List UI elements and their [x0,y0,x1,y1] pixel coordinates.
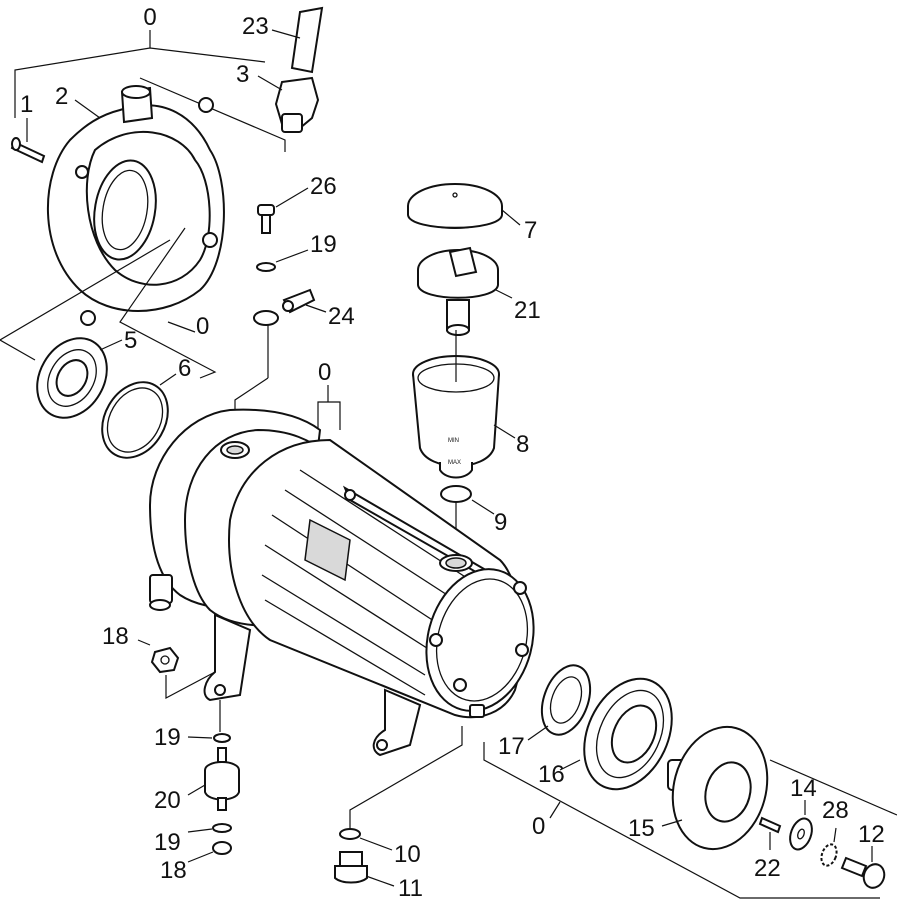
part-21-insert: 21 [417,246,541,336]
part-12-bolt: 12 [840,821,886,889]
part-8-reservoir: MIN MAX 8 [412,330,529,479]
feet-stack: 19 20 19 18 [154,700,240,884]
part-28-lockwasher: 28 [820,797,849,867]
part-9-oring: 9 [440,485,507,555]
label-0-top: 0 [143,4,156,31]
part-14-washer: 14 [789,775,817,851]
label-1: 1 [20,91,33,118]
kit-bracket-top: 0 [14,4,286,152]
part-7-cap: 7 [407,183,537,244]
label-19-top: 19 [310,231,337,258]
label-12: 12 [858,821,885,848]
label-9: 9 [494,509,507,536]
label-22: 22 [754,855,781,882]
part-18-nut-top: 18 [102,623,216,699]
marking-max: MAX [448,460,461,466]
part-22-key: 22 [754,816,782,882]
label-0-body: 0 [318,359,331,386]
pump-body [148,408,535,757]
label-14: 14 [790,775,817,802]
kit-bracket-body: 0 [317,359,341,430]
part-2-flange-housing: 2 [47,83,225,326]
label-16: 16 [538,761,565,788]
label-0-bottom: 0 [532,813,545,840]
part-16-bearing: 16 [538,677,673,791]
label-18-top: 18 [102,623,129,650]
label-19-b: 19 [154,724,181,751]
label-18-b: 18 [160,857,187,884]
label-20: 20 [154,787,181,814]
part-10-11-drain: 10 11 [334,726,463,902]
part-15-pulley: 15 [628,725,769,851]
label-2: 2 [55,83,68,110]
label-28: 28 [822,797,849,824]
label-3: 3 [236,61,249,88]
label-11: 11 [398,875,423,902]
label-0-mid: 0 [196,313,209,340]
part-17-seal: 17 [498,664,592,760]
label-6: 6 [178,355,191,382]
label-23: 23 [242,13,269,40]
label-24: 24 [328,303,355,330]
label-10: 10 [394,841,421,868]
part-26-screw: 26 [257,173,337,234]
label-17: 17 [498,733,525,760]
kit-bracket-mid: 0 [0,227,217,379]
part-5-bearing: 5 [36,327,137,419]
kit-bracket-bottom: 0 [483,742,897,899]
label-21: 21 [514,297,541,324]
label-7: 7 [524,217,537,244]
label-5: 5 [124,327,137,354]
part-1-screw: 1 [10,91,46,164]
label-8: 8 [516,431,529,458]
label-15: 15 [628,815,655,842]
label-19-c: 19 [154,829,181,856]
part-3-fitting: 3 [236,61,320,133]
part-6-ring: 6 [101,355,191,459]
part-19-washer-top: 19 [256,231,337,272]
label-26: 26 [310,173,337,200]
part-23-hose: 23 [242,6,324,74]
marking-min: MIN [448,438,459,444]
